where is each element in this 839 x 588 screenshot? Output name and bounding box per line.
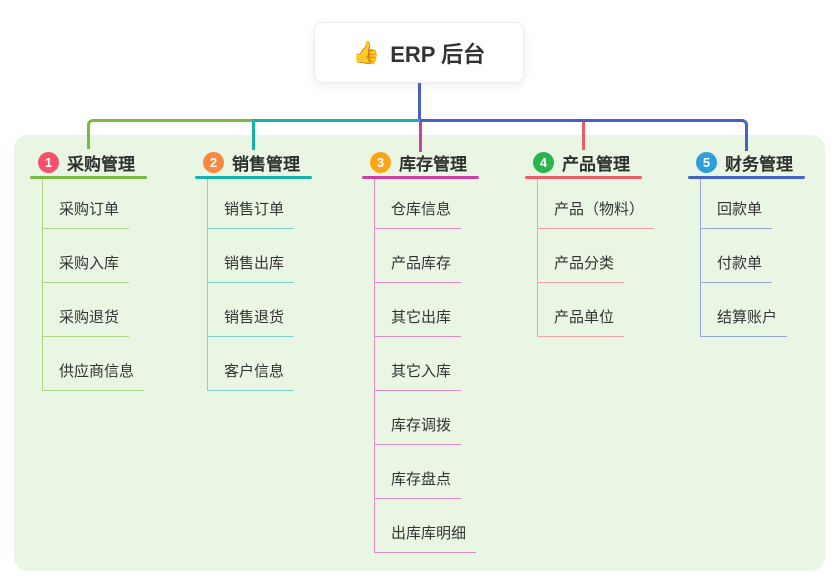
- branch-node[interactable]: 4 产品管理: [533, 151, 642, 174]
- child-node-label: 销售退货: [208, 306, 295, 337]
- root-node-label: ERP 后台: [390, 41, 486, 67]
- child-node[interactable]: 出库库明细: [375, 499, 477, 553]
- branch-underline: [688, 176, 805, 179]
- connector-branch4-drop: [581, 122, 585, 150]
- child-node-label: 产品库存: [375, 252, 462, 283]
- child-node[interactable]: 产品单位: [538, 283, 654, 337]
- child-node-label: 销售订单: [208, 198, 295, 229]
- branch-column: 3 库存管理 仓库信息 产品库存 其它出库 其它入库 库存调拨 库存盘点 出库库…: [362, 135, 479, 571]
- branch-title-label: 销售管理: [232, 154, 300, 174]
- child-node[interactable]: 产品（物料）: [538, 179, 655, 229]
- thumbs-up-icon: 👍: [352, 39, 381, 65]
- branch-children: 产品（物料） 产品分类 产品单位: [537, 179, 655, 337]
- child-node-label: 其它入库: [375, 360, 462, 391]
- child-node[interactable]: 销售订单: [208, 179, 295, 229]
- child-node[interactable]: 回款单: [701, 179, 787, 229]
- branch-node[interactable]: 3 库存管理: [370, 151, 479, 174]
- child-node-label: 仓库信息: [375, 198, 462, 229]
- child-node[interactable]: 销售退货: [208, 283, 295, 337]
- branch-children: 回款单 付款单 结算账户: [700, 179, 788, 337]
- branch-number-badge: 4: [533, 151, 554, 173]
- branch-number-badge: 1: [38, 151, 59, 173]
- connector-branch2-line: [253, 119, 420, 122]
- child-node[interactable]: 供应商信息: [43, 337, 145, 391]
- branch-node[interactable]: 1 采购管理: [38, 151, 147, 174]
- branch-underline: [525, 176, 642, 179]
- child-node[interactable]: 采购入库: [43, 229, 144, 283]
- child-node-label: 客户信息: [208, 360, 295, 391]
- child-node-label: 回款单: [701, 198, 773, 229]
- child-node-label: 出库库明细: [375, 522, 477, 553]
- branch-column: 5 财务管理 回款单 付款单 结算账户: [688, 135, 805, 571]
- child-node[interactable]: 客户信息: [208, 337, 295, 391]
- connector-branch5-line: [420, 119, 748, 151]
- branch-number-badge: 3: [370, 151, 391, 173]
- child-node-label: 产品单位: [538, 306, 625, 337]
- child-node[interactable]: 结算账户: [701, 283, 788, 337]
- connector-branch3-drop: [418, 122, 422, 152]
- child-node-label: 库存调拨: [375, 414, 462, 445]
- branch-title-label: 产品管理: [562, 154, 630, 174]
- child-node-label: 采购订单: [43, 198, 130, 229]
- branch-underline: [362, 176, 479, 179]
- branch-column: 2 销售管理 销售订单 销售出库 销售退货 客户信息: [195, 135, 312, 571]
- branch-node[interactable]: 5 财务管理: [696, 151, 805, 174]
- branch-title-label: 采购管理: [67, 154, 135, 174]
- child-node-label: 库存盘点: [375, 468, 462, 499]
- branch-underline: [195, 176, 312, 179]
- child-node[interactable]: 采购订单: [43, 179, 144, 229]
- branch-title-label: 库存管理: [399, 154, 467, 174]
- connector-root-line: [417, 83, 421, 122]
- child-node[interactable]: 销售出库: [208, 229, 295, 283]
- child-node[interactable]: 仓库信息: [375, 179, 476, 229]
- connector-branch1-line: [86, 119, 253, 149]
- child-node-label: 产品（物料）: [538, 198, 655, 229]
- branch-children: 采购订单 采购入库 采购退货 供应商信息: [42, 179, 145, 391]
- branch-number-badge: 2: [203, 151, 224, 173]
- child-node-label: 销售出库: [208, 252, 295, 283]
- child-node-label: 采购入库: [43, 252, 130, 283]
- root-node[interactable]: 👍 ERP 后台: [314, 22, 524, 83]
- child-node-label: 其它出库: [375, 306, 462, 337]
- branch-title-label: 财务管理: [725, 154, 793, 174]
- child-node[interactable]: 付款单: [701, 229, 787, 283]
- branch-column: 4 产品管理 产品（物料） 产品分类 产品单位: [525, 135, 655, 571]
- child-node[interactable]: 库存调拨: [375, 391, 476, 445]
- child-node[interactable]: 产品库存: [375, 229, 476, 283]
- child-node[interactable]: 采购退货: [43, 283, 144, 337]
- child-node-label: 付款单: [701, 252, 773, 283]
- child-node-label: 结算账户: [701, 306, 788, 337]
- child-node-label: 采购退货: [43, 306, 130, 337]
- branch-column: 1 采购管理 采购订单 采购入库 采购退货 供应商信息: [30, 135, 147, 571]
- branch-underline: [30, 176, 147, 179]
- child-node[interactable]: 产品分类: [538, 229, 654, 283]
- child-node[interactable]: 其它出库: [375, 283, 476, 337]
- branch-children: 销售订单 销售出库 销售退货 客户信息: [207, 179, 295, 391]
- branch-number-badge: 5: [696, 151, 717, 173]
- child-node[interactable]: 库存盘点: [375, 445, 476, 499]
- branch-children: 仓库信息 产品库存 其它出库 其它入库 库存调拨 库存盘点 出库库明细: [374, 179, 477, 553]
- child-node-label: 供应商信息: [43, 360, 145, 391]
- child-node-label: 产品分类: [538, 252, 625, 283]
- connector-branch2-drop: [251, 119, 255, 150]
- branch-node[interactable]: 2 销售管理: [203, 151, 312, 174]
- child-node[interactable]: 其它入库: [375, 337, 476, 391]
